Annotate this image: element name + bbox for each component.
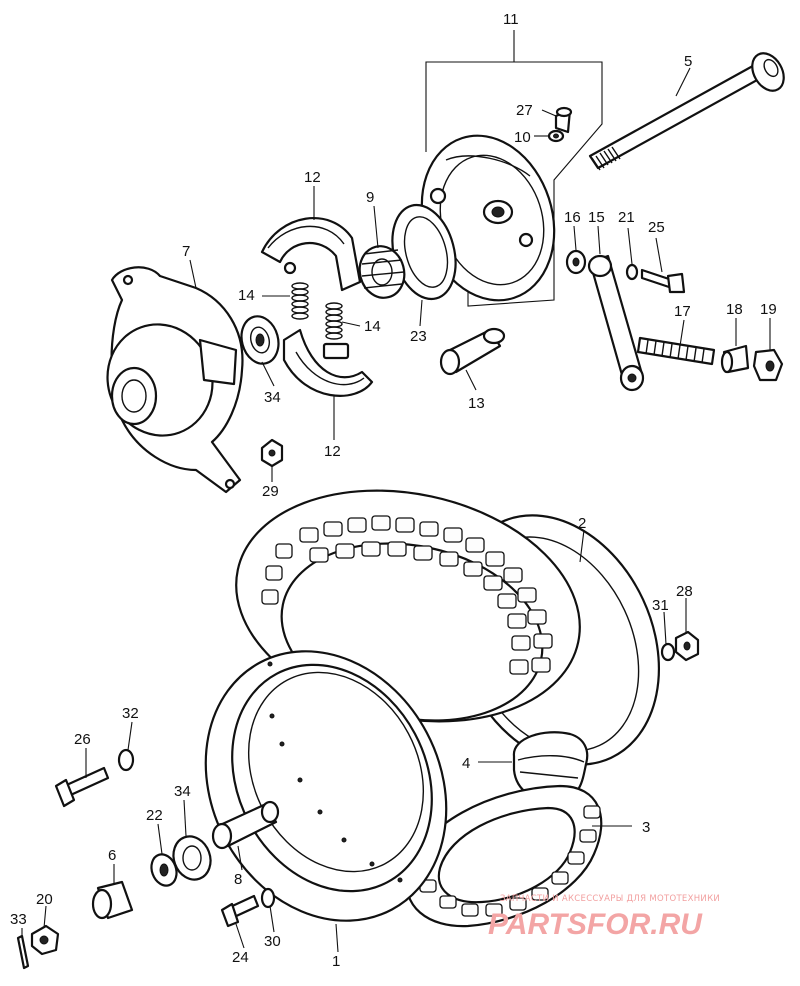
callout-31: 31 [652, 597, 669, 614]
axle-part-5 [588, 52, 785, 171]
washer-part-32 [117, 748, 135, 772]
callout-34-lower: 34 [174, 783, 191, 800]
callout-18: 18 [726, 301, 743, 318]
collar-part-18 [720, 344, 750, 374]
brake-shoe-lower-12 [282, 328, 374, 397]
callout-15: 15 [588, 209, 605, 226]
callout-12-upper: 12 [304, 169, 321, 186]
spring-part-17 [636, 336, 716, 366]
nut-part-29 [260, 438, 284, 468]
callout-8: 8 [234, 871, 242, 888]
callout-6: 6 [108, 847, 116, 864]
callout-7: 7 [182, 243, 190, 260]
callout-28: 28 [676, 583, 693, 600]
bolt-part-24 [220, 894, 260, 928]
callout-labels: 11 5 27 10 12 9 7 14 14 23 34 13 12 29 1… [10, 11, 777, 970]
callout-22: 22 [146, 807, 163, 824]
callout-4: 4 [462, 755, 470, 772]
callout-25: 25 [648, 219, 665, 236]
callout-17: 17 [674, 303, 691, 320]
callout-20: 20 [36, 891, 53, 908]
callout-13: 13 [468, 395, 485, 412]
hub-part-7 [106, 266, 244, 494]
cap-part-20 [30, 924, 60, 956]
callout-16: 16 [564, 209, 581, 226]
callout-5: 5 [684, 53, 692, 70]
washer-part-21 [625, 263, 639, 281]
seal-part-22 [150, 853, 178, 887]
callout-11: 11 [503, 11, 519, 28]
bolt-part-27 [554, 106, 573, 134]
bolt-part-26 [54, 766, 110, 808]
spacer-part-8 [211, 800, 280, 850]
watermark-tagline: ЗАПЧАСТИ И АКСЕССУАРЫ ДЛЯ МОТОТЕХНИКИ [500, 894, 720, 904]
callout-14-right: 14 [364, 318, 381, 335]
spring-part-14b [325, 302, 343, 340]
tube-part-4 [512, 731, 589, 802]
callout-34-upper: 34 [264, 389, 281, 406]
callout-32: 32 [122, 705, 139, 722]
callout-1: 1 [332, 953, 340, 970]
callout-3: 3 [642, 819, 650, 836]
washer-part-30 [260, 887, 276, 909]
panel-bracket-11 [425, 30, 603, 307]
nut-part-28 [674, 630, 700, 662]
gear-part-9 [358, 245, 406, 299]
collar-part-16 [565, 249, 587, 275]
washer-part-31 [660, 642, 676, 662]
callout-9: 9 [366, 189, 374, 206]
callout-14-left: 14 [238, 287, 255, 304]
bolt-part-25 [640, 268, 686, 294]
wheel-rim-part-1 [204, 650, 448, 922]
cam-part-13 [439, 327, 506, 376]
leader-lines [21, 67, 771, 953]
watermark-logo: PARTSFOR.RU [488, 908, 703, 941]
callout-2: 2 [578, 515, 586, 532]
callout-26: 26 [74, 731, 91, 748]
collar-part-6 [91, 880, 134, 920]
watermark: ЗАПЧАСТИ И АКСЕССУАРЫ ДЛЯ МОТОТЕХНИКИ PA… [488, 894, 720, 941]
spring-part-14a [291, 282, 309, 320]
bearing-part-34-upper [240, 315, 280, 365]
tire-part-3-front [405, 784, 603, 928]
brake-arm-part-15 [587, 254, 645, 392]
callout-12-lower: 12 [324, 443, 341, 460]
callout-24: 24 [232, 949, 249, 966]
callout-29: 29 [262, 483, 279, 500]
washer-part-10 [547, 129, 565, 143]
brake-shoe-upper-12 [260, 217, 362, 292]
nut-part-19 [752, 348, 784, 382]
callout-19: 19 [760, 301, 777, 318]
pin-part-33 [16, 934, 30, 970]
callout-30: 30 [264, 933, 281, 950]
callout-23: 23 [410, 328, 427, 345]
callout-33: 33 [10, 911, 27, 928]
callout-10: 10 [514, 129, 531, 146]
callout-21: 21 [618, 209, 635, 226]
callout-27: 27 [516, 102, 533, 119]
